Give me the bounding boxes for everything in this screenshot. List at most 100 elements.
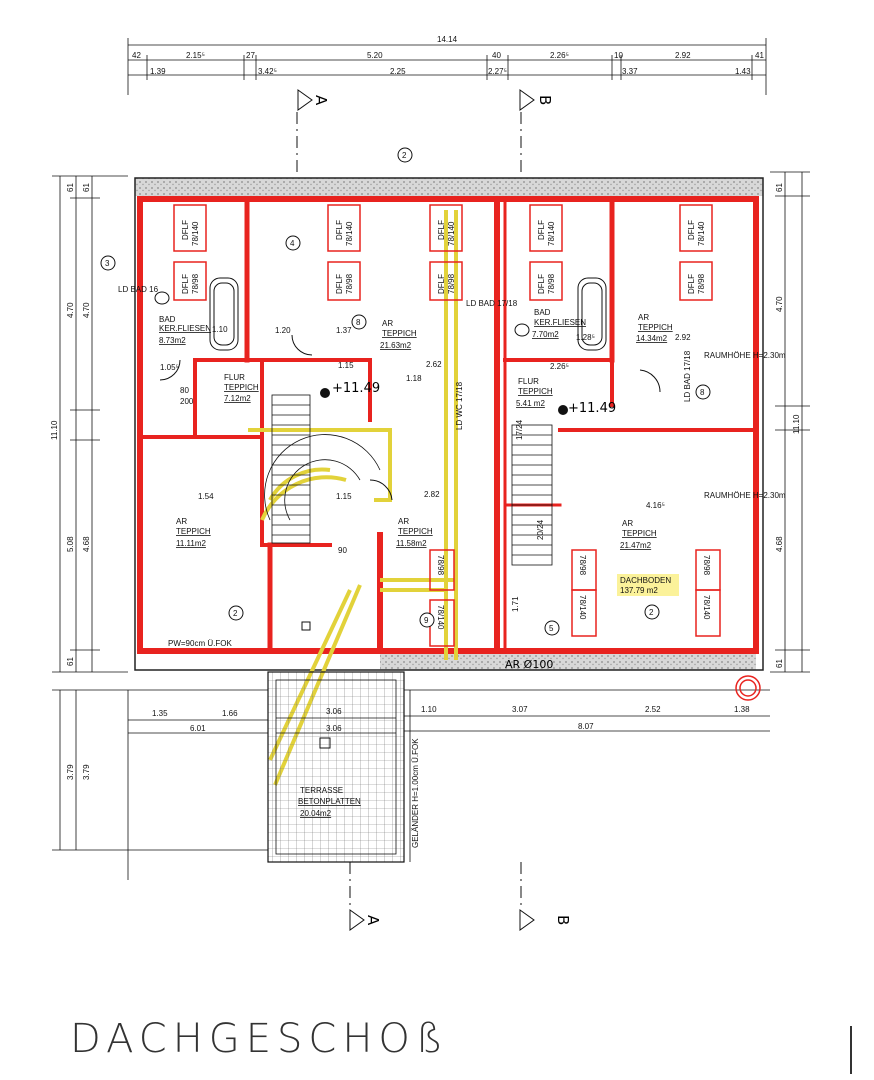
dim-misc-17: 90 xyxy=(338,546,347,555)
room-1-name: AR xyxy=(382,319,393,328)
room-8-name: AR xyxy=(622,519,633,528)
roof-edge-hatch xyxy=(134,177,764,671)
dim-left-total: 11.10 xyxy=(50,420,59,440)
room-3-floor: TEPPICH xyxy=(638,323,673,332)
marker-label-3: 8 xyxy=(356,318,361,327)
dim-top-row2-4: 3.37 xyxy=(622,67,638,76)
top-dimensions xyxy=(127,38,767,95)
room-5-name: FLUR xyxy=(518,377,539,386)
room-1-area: 21.63m2 xyxy=(380,341,412,350)
dim-top-row1-0: 42 xyxy=(132,51,141,60)
page-title: DACHGESCHOß xyxy=(70,1016,449,1062)
window-size-1b: 78/98 xyxy=(191,273,200,294)
downspout xyxy=(735,675,761,701)
dim-misc-15: 80 xyxy=(180,386,189,395)
section-label-a-top: A xyxy=(312,95,330,106)
annot-raumhoehe-1: RAUMHÖHE H=2.30m xyxy=(704,351,786,360)
dim-top-row2-5: 1.43 xyxy=(735,67,751,76)
level-markers: +11.49 +11.49 xyxy=(320,381,616,416)
room-4-floor: TEPPICH xyxy=(224,383,259,392)
dim-misc-14: 1.71 xyxy=(511,596,520,612)
annot-ld-bad-b: LD BAD 17/18 xyxy=(466,299,518,308)
dim-top-row2-1: 3.42⁵ xyxy=(258,67,277,76)
dim-lower-left-1: 3.79 xyxy=(82,764,91,780)
margin-rule xyxy=(850,1026,852,1074)
room-4-name: FLUR xyxy=(224,373,245,382)
section-label-b-top: B xyxy=(536,95,554,105)
room-2-floor: KER.FLIESEN xyxy=(534,318,586,327)
dim-right-part-3: 61 xyxy=(775,659,784,668)
detail-markers xyxy=(100,147,711,636)
roof-window-labels: DFLF 78/140 DFLF 78/98 DFLF 78/140 DFLF … xyxy=(181,220,711,630)
room-5-area: 5.41 m2 xyxy=(516,399,545,408)
dim-top-row1-4: 40 xyxy=(492,51,501,60)
room-6-name: AR xyxy=(176,517,187,526)
room-10-area: 20.04m2 xyxy=(300,809,332,818)
dim-top-row1-8: 41 xyxy=(755,51,764,60)
window-size-3a: 78/140 xyxy=(447,221,456,246)
window-size-4a: 78/140 xyxy=(547,221,556,246)
dim-misc-11: 1.28⁵ xyxy=(576,333,595,342)
window-size-3b: 78/98 xyxy=(447,273,456,294)
window-label-4a: DFLF xyxy=(537,220,546,240)
annot-ld-bad-c: LD BAD 17/18 xyxy=(683,350,692,402)
dim-top-row2-2: 2.25 xyxy=(390,67,406,76)
window-label-3b: DFLF xyxy=(437,274,446,294)
room-6-floor: TEPPICH xyxy=(176,527,211,536)
dim-misc-1: 1.20 xyxy=(275,326,291,335)
annot-ar100: AR Ø100 xyxy=(505,658,553,671)
dim-right-part-0: 61 xyxy=(775,183,784,192)
dim-bottom-right-3: 1.38 xyxy=(734,705,750,714)
room-labels: BAD KER.FLIESEN 8.73m2 AR TEPPICH 21.63m… xyxy=(159,308,679,818)
annot-steps: 20/24 xyxy=(536,519,545,540)
room-10-floor: BETONPLATTEN xyxy=(298,797,361,806)
room-0-floor: KER.FLIESEN xyxy=(159,324,211,333)
window-label-1a: DFLF xyxy=(181,220,190,240)
marker-label-5: 9 xyxy=(424,616,429,625)
room-8-floor: TEPPICH xyxy=(622,529,657,538)
dim-top-total: 14.14 xyxy=(437,35,458,44)
roof-windows xyxy=(173,204,721,647)
section-markers xyxy=(296,89,535,931)
marker-label-7: 2 xyxy=(233,609,238,618)
window-label-2b: DFLF xyxy=(335,274,344,294)
room-2-name: BAD xyxy=(534,308,551,317)
dim-top-row1-3: 5.20 xyxy=(367,51,383,60)
room-3-name: AR xyxy=(638,313,649,322)
dim-right-part-2: 4.68 xyxy=(775,536,784,552)
window-size-1a: 78/140 xyxy=(191,221,200,246)
dim-misc-10: 2.92 xyxy=(675,333,691,342)
section-label-b-bottom: B xyxy=(554,915,572,925)
dim-top-row2: 1.39 3.42⁵ 2.25 2.27⁵ 3.37 1.43 xyxy=(150,67,751,76)
marker-label-2: 4 xyxy=(290,239,295,248)
dim-right-total: 11.10 xyxy=(792,414,801,434)
window-size-2b: 78/98 xyxy=(345,273,354,294)
room-2-area: 7.70m2 xyxy=(532,330,559,339)
window-label-5b: DFLF xyxy=(687,274,696,294)
window-label-3a: DFLF xyxy=(437,220,446,240)
side-dimensions xyxy=(52,171,810,851)
dim-bottom-right-1: 3.07 xyxy=(512,705,528,714)
dim-top-row1-2: 27 xyxy=(246,51,255,60)
marker-label-8: 2 xyxy=(649,608,654,617)
window-size-8b: 78/140 xyxy=(702,595,711,620)
marker-label-1: 3 xyxy=(105,259,110,268)
window-label-4b: DFLF xyxy=(537,274,546,294)
dim-misc-4: 1.18 xyxy=(406,374,422,383)
dim-bottom-left-0: 1.35 xyxy=(152,709,168,718)
dim-bottom-mid-1: 3.06 xyxy=(326,724,342,733)
annot-step2: 17/24 xyxy=(515,419,524,440)
room-5-floor: TEPPICH xyxy=(518,387,553,396)
annot-gelaender: GELÄNDER H=1.00cm Ü.FOK xyxy=(411,738,420,848)
dim-right-part-1: 4.70 xyxy=(775,296,784,312)
dim-misc-5: 2.62 xyxy=(426,360,442,369)
dim-left-inner-0: 4.70 xyxy=(82,302,91,318)
dim-misc-9: 4.16⁵ xyxy=(646,501,665,510)
room-10-name: TERRASSE xyxy=(300,786,343,795)
room-4-area: 7.12m2 xyxy=(224,394,251,403)
level-1: +11.49 xyxy=(568,401,616,416)
dim-lower-left-0: 3.79 xyxy=(66,764,75,780)
window-label-2a: DFLF xyxy=(335,220,344,240)
annot-pw: PW=90cm Ü.FOK xyxy=(168,639,232,648)
room-8-area: 21.47m2 xyxy=(620,541,652,550)
